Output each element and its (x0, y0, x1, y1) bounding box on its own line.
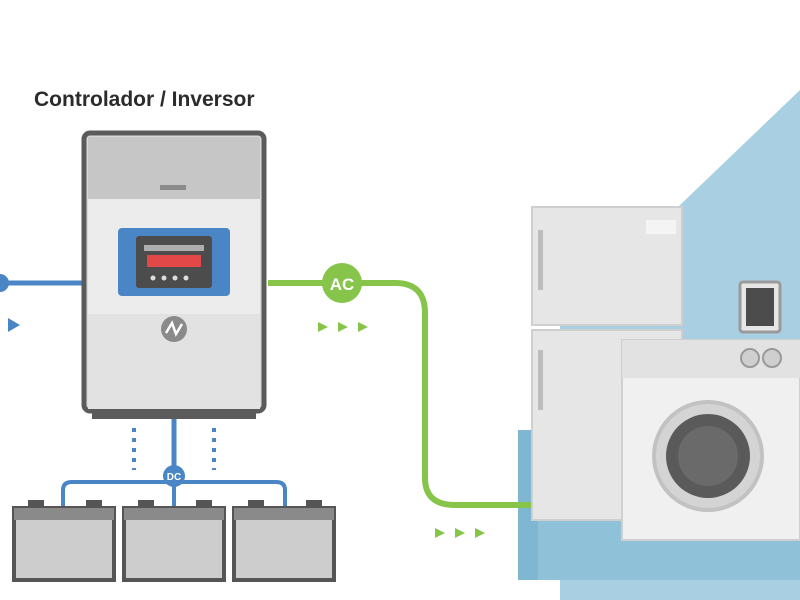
arrow-right-icon (358, 322, 368, 332)
battery-icon (122, 500, 226, 582)
battery-icon (232, 500, 336, 582)
arrow-right-icon (338, 322, 348, 332)
arrow-right-icon (455, 528, 465, 538)
fridge-icon (531, 206, 683, 521)
ac-label: AC (330, 275, 355, 294)
dc-input-line (0, 274, 84, 332)
arrow-right-icon (475, 528, 485, 538)
arrow-right-icon (435, 528, 445, 538)
ac-output-line (268, 263, 540, 538)
ac-badge (322, 263, 362, 303)
arrow-right-icon (8, 318, 20, 332)
dc-label: DC (167, 472, 181, 483)
inverter-icon (81, 130, 267, 419)
controller-title: Controlador / Inversor (34, 88, 255, 111)
battery-icon (12, 500, 116, 582)
dc-badge (163, 465, 185, 487)
battery-wiring (61, 419, 287, 510)
arrow-right-icon (318, 322, 328, 332)
washing-machine-icon (621, 280, 800, 541)
dc-dotted-lines (132, 428, 216, 470)
